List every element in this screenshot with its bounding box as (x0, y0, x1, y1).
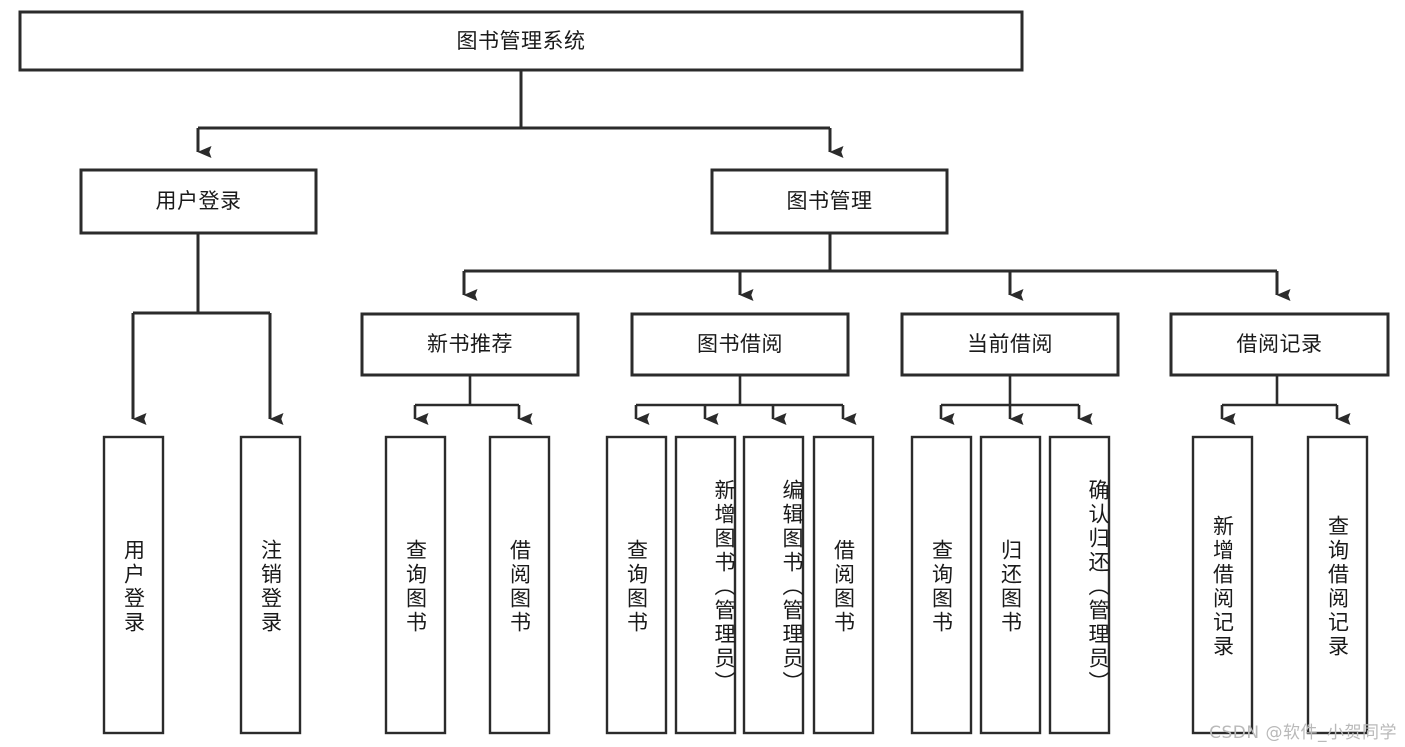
node-box-leaf-logout-login[interactable] (239, 435, 302, 735)
connector-root-to-level2 (196, 71, 844, 158)
node-box-leaf-return-book[interactable] (979, 435, 1042, 735)
csdn-watermark: CSDN @软件_小贺同学 (1209, 723, 1397, 743)
node-box-borrow-record[interactable] (1169, 312, 1390, 377)
node-box-leaf-confirm-return[interactable] (1048, 435, 1111, 735)
node-box-leaf-add-book[interactable] (674, 435, 737, 735)
node-box-current-borrow[interactable] (900, 312, 1120, 377)
node-box-new-book-recommend[interactable] (360, 312, 580, 377)
connector-bookmanage-to-level3 (462, 234, 1291, 301)
node-box-book-borrow[interactable] (630, 312, 850, 377)
node-box-user-login[interactable] (79, 168, 318, 235)
connector-newbook-to-leaves (413, 376, 533, 425)
node-box-leaf-borrow-book-1[interactable] (488, 435, 551, 735)
connector-bookborrow-to-leaves (634, 376, 857, 425)
node-box-leaf-query-book-1[interactable] (384, 435, 447, 735)
connector-currentborrow-to-leaves (939, 376, 1093, 425)
connector-borrowrecord-to-leaves (1220, 376, 1351, 425)
node-box-leaf-query-book-3[interactable] (910, 435, 973, 735)
node-box-leaf-user-login[interactable] (102, 435, 165, 735)
node-box-leaf-borrow-book-2[interactable] (812, 435, 875, 735)
node-box-book-manage[interactable] (710, 168, 949, 235)
node-box-leaf-query-book-2[interactable] (605, 435, 668, 735)
node-box-leaf-add-record[interactable] (1191, 435, 1254, 735)
node-box-root[interactable] (18, 10, 1024, 72)
node-box-leaf-query-record[interactable] (1306, 435, 1369, 735)
node-box-leaf-edit-book[interactable] (742, 435, 805, 735)
connector-userlogin-to-leaves (131, 234, 284, 425)
